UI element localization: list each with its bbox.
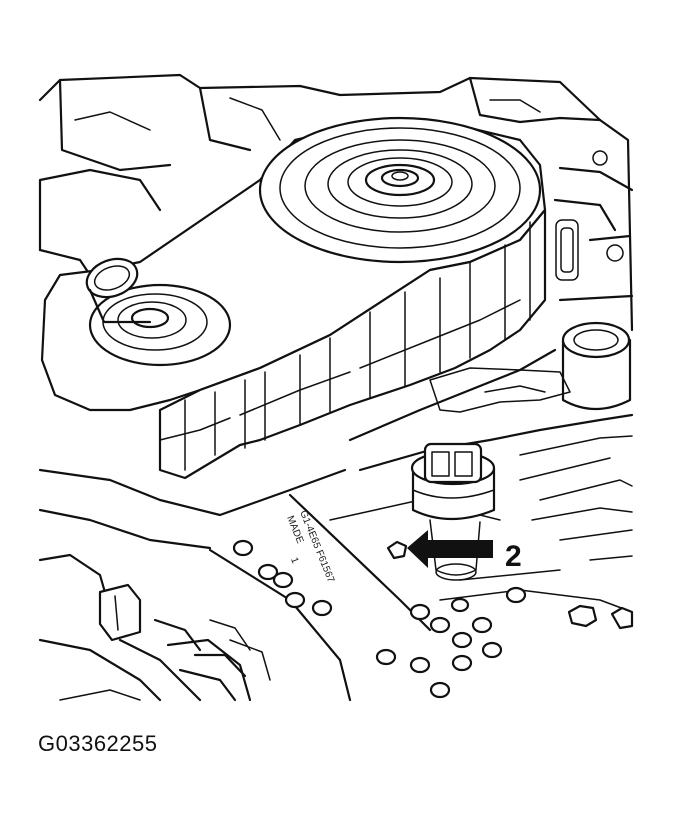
stamp-line-3: 1 <box>288 556 300 566</box>
piston-boss-small <box>85 257 232 367</box>
lower-hub-assembly <box>38 553 271 702</box>
valve-body-plate <box>38 348 634 702</box>
valve-bores <box>232 539 634 699</box>
transmission-housing <box>38 73 634 332</box>
callout-arrow <box>407 530 493 568</box>
figure-code: G03362255 <box>38 731 158 756</box>
callout-number: 2 <box>505 540 522 573</box>
cylinder-plug <box>561 321 632 410</box>
pressure-switch-connector <box>410 442 496 581</box>
valve-body-illustration: G1-4E65 F61567 MADE 1 2 <box>38 73 634 702</box>
piston-boss-large <box>258 116 542 264</box>
